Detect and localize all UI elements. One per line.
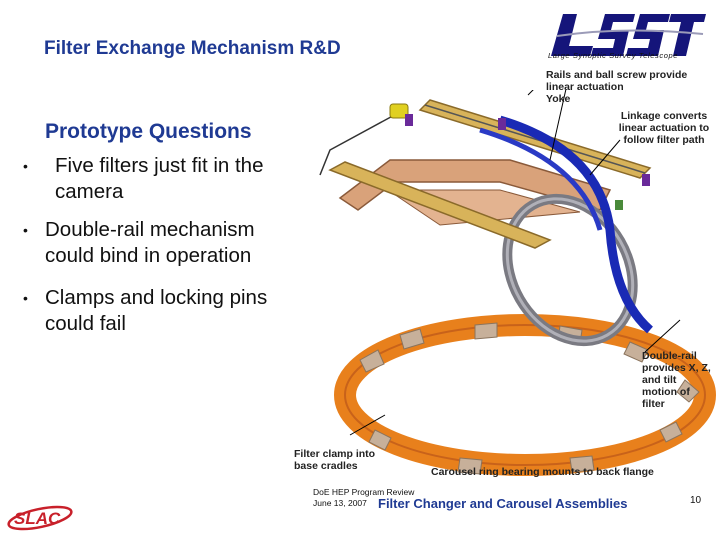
lsst-logo-subtitle: Large Synoptic Survey Telescope: [548, 51, 679, 60]
filter-changer-illustration: [319, 90, 716, 476]
callout-yoke: Yoke: [546, 93, 571, 105]
callout-double-rail: Double-rail provides X, Z, and tilt moti…: [642, 350, 711, 410]
bearing-block: [642, 174, 650, 186]
yoke-beam: [328, 161, 552, 249]
question-item: • Double-rail mechanism could bind in op…: [23, 218, 255, 267]
bearing-block: [498, 118, 506, 130]
bearing-block: [405, 114, 413, 126]
footer-caption: Filter Changer and Carousel Assemblies: [378, 496, 628, 511]
callout-carousel: Carousel ring bearing mounts to back fla…: [431, 466, 654, 478]
actuator-motor: [389, 103, 409, 119]
callout-linkage: Linkage converts linear actuation to fol…: [618, 110, 710, 146]
slac-logo: SLAC: [7, 505, 73, 531]
double-rail: [498, 115, 654, 334]
svg-text:SLAC: SLAC: [14, 509, 61, 528]
footer-date: June 13, 2007: [313, 498, 367, 508]
bullet-icon: •: [23, 222, 28, 238]
slide-title: Filter Exchange Mechanism R&D: [44, 38, 341, 59]
page-number: 10: [690, 495, 702, 506]
callout-rails: Rails and ball screw provide linear actu…: [546, 69, 688, 93]
question-item: • Clamps and locking pins could fail: [23, 286, 268, 335]
question-item: • Five filters just fit in the camera: [23, 154, 264, 203]
footer-event: DoE HEP Program Review: [313, 487, 415, 497]
bullet-icon: •: [23, 158, 28, 174]
questions-heading: Prototype Questions: [45, 120, 252, 143]
callout-filter-clamp: Filter clamp into base cradles: [294, 448, 376, 472]
linkage-pin: [615, 200, 623, 210]
bullet-icon: •: [23, 290, 28, 306]
lsst-logo: [551, 14, 706, 56]
